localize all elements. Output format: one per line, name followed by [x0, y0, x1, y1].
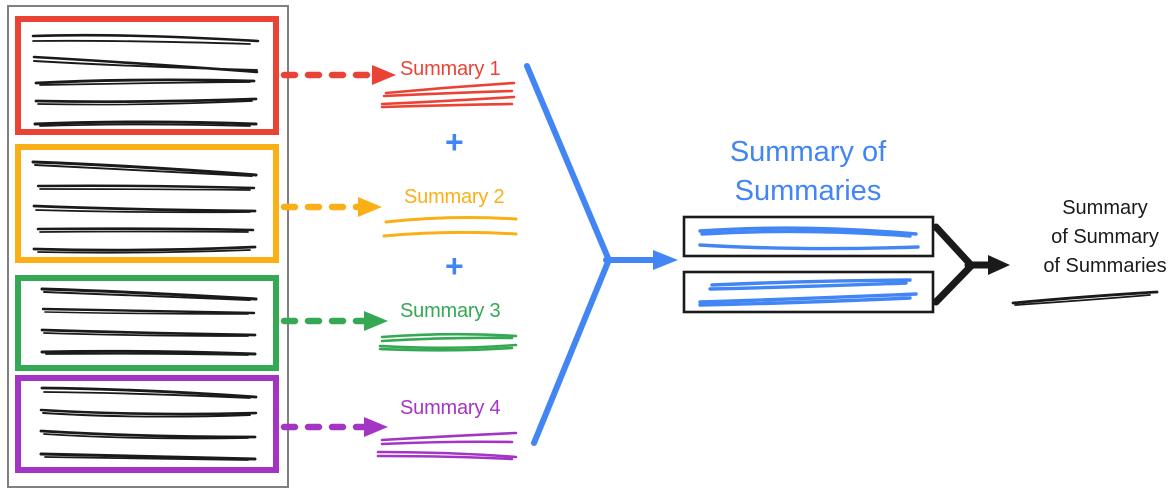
- plus-sign-2: +: [445, 248, 464, 284]
- summary-1-label: Summary 1: [400, 58, 501, 80]
- document-2-scribbles: [31, 160, 258, 254]
- document-3-scribbles: [40, 287, 258, 356]
- dashed-arrow-red: [280, 65, 396, 85]
- summary-2-scribbles: [382, 216, 518, 238]
- summary-3-scribbles: [378, 332, 518, 352]
- blue-merge-arrow: [524, 63, 678, 446]
- summary-4-label: Summary 4: [400, 397, 501, 419]
- summary-of-summaries-title-line-2: Summaries: [734, 175, 882, 207]
- document-4-scribbles: [39, 386, 258, 461]
- document-box-1[interactable]: [15, 16, 279, 135]
- summary-4-scribbles: [376, 431, 518, 461]
- summary-2-label: Summary 2: [404, 186, 505, 208]
- final-summary-scribble: [1011, 290, 1159, 306]
- dashed-arrow-purple: [280, 417, 388, 437]
- dashed-arrow-green: [280, 311, 388, 331]
- final-summary-title-line-1: Summary: [1062, 197, 1148, 219]
- sos-box-2-scribbles: [698, 278, 918, 307]
- dashed-arrow-orange: [280, 197, 382, 217]
- document-1-scribbles: [31, 33, 260, 127]
- summary-1-scribbles: [380, 81, 516, 109]
- source-documents-container: [7, 5, 289, 488]
- final-summary-title-line-3: of Summaries: [1043, 255, 1167, 277]
- sos-box-1-scribbles: [698, 226, 920, 251]
- final-summary-title-line-2: of Summary: [1051, 226, 1159, 248]
- black-merge-arrow: [932, 223, 1010, 306]
- summary-3-label: Summary 3: [400, 300, 501, 322]
- summary-of-summaries-title-line-1: Summary of: [729, 136, 887, 168]
- plus-sign-1: +: [445, 124, 464, 160]
